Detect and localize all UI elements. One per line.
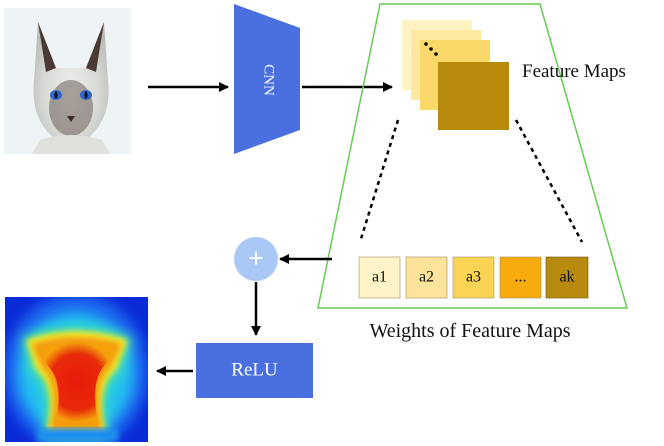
weight-box-a1 bbox=[358, 256, 401, 299]
weight-box-ellipsis bbox=[499, 256, 542, 299]
input-cat-image bbox=[4, 8, 131, 154]
cnn-block bbox=[234, 4, 300, 154]
relu-block bbox=[196, 343, 313, 398]
feature-map-stack bbox=[402, 20, 509, 130]
stack-dot bbox=[429, 47, 433, 51]
sum-node bbox=[234, 237, 278, 281]
weight-label-a3: a3 bbox=[466, 269, 481, 286]
dashed-connector-right bbox=[514, 119, 584, 243]
weight-label-a1: a1 bbox=[372, 269, 387, 286]
feature-maps-label: Feature Maps bbox=[522, 61, 626, 82]
weight-label-ellipsis: ... bbox=[515, 269, 527, 286]
weights-frame bbox=[317, 3, 628, 309]
weight-label-ak: ak bbox=[559, 269, 574, 286]
weights-caption: Weights of Feature Maps bbox=[369, 320, 570, 342]
weight-label-a2: a2 bbox=[419, 269, 434, 286]
weight-box-a2 bbox=[405, 256, 448, 299]
plus-icon: + bbox=[248, 243, 263, 273]
weight-box-a3 bbox=[452, 256, 495, 299]
weight-box-ak bbox=[545, 256, 589, 299]
stack-dot bbox=[424, 42, 428, 46]
stack-dot bbox=[434, 52, 438, 56]
weights-row: a1 a2 a3 ... ak bbox=[358, 256, 589, 299]
feature-map-k bbox=[438, 62, 509, 130]
output-heatmap bbox=[5, 297, 148, 442]
cnn-label: CNN bbox=[261, 64, 277, 96]
dashed-connector-left bbox=[358, 119, 400, 243]
relu-label: ReLU bbox=[231, 359, 278, 380]
